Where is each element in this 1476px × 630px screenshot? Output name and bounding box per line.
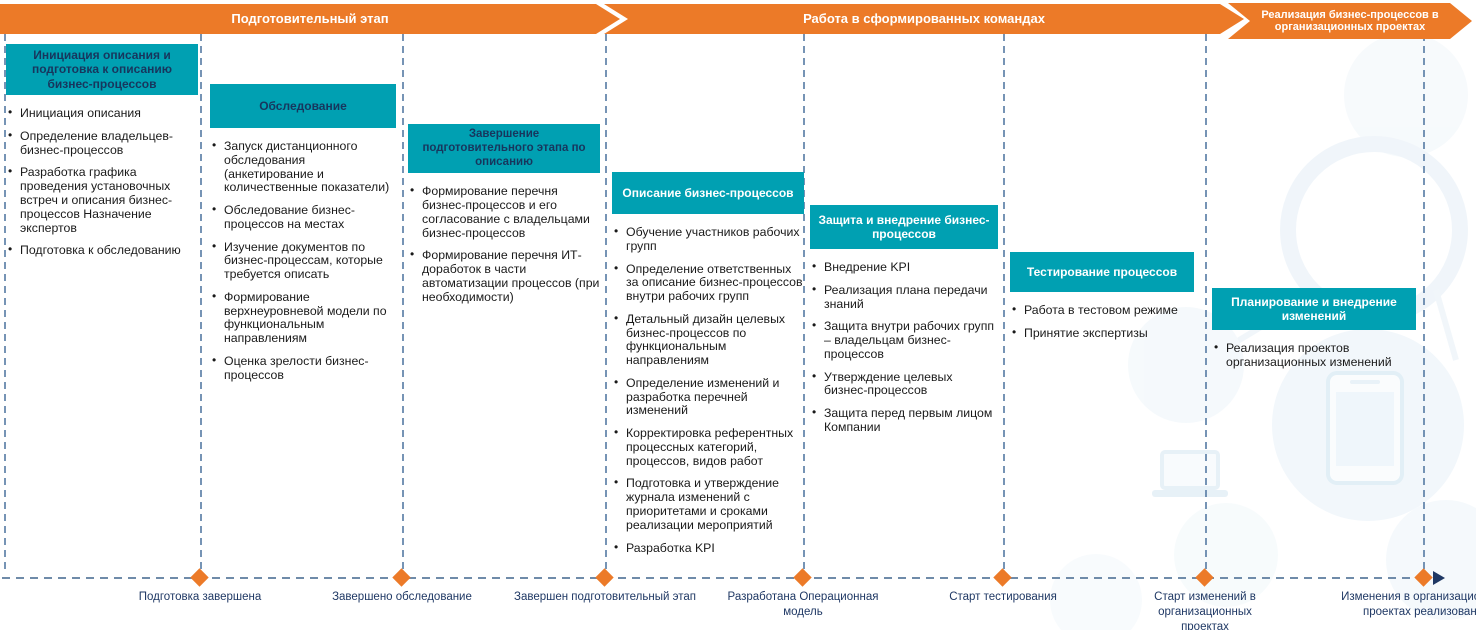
column-change-planning: Планирование и внедрение изменений Реали… [1212, 288, 1416, 379]
column-header: Инициация описания и подготовка к описан… [6, 44, 198, 96]
bullet-list: Формирование перечня бизнес-процессов и … [408, 184, 600, 304]
bullet-item: Корректировка референтных процессных кат… [614, 426, 804, 468]
bullet-item: Обследование бизнес-процессов на местах [212, 203, 396, 232]
column-header: Планирование и внедрение изменений [1212, 288, 1416, 330]
milestone-label: Завершен подготовительный этап [514, 591, 696, 603]
milestone-label: Завершено обследование [332, 591, 472, 603]
column-prep-completion: Завершение подготовительного этапа по оп… [408, 124, 600, 314]
bullet-item: Формирование верхнеуровневой модели по ф… [212, 290, 396, 346]
column-separator [605, 34, 607, 574]
phase-banner-preparatory: Подготовительный этап [0, 4, 620, 34]
timeline-dashed-line [2, 577, 1426, 579]
bullet-item: Разработка KPI [614, 541, 804, 556]
bullet-item: Принятие экспертизы [1012, 326, 1194, 341]
bullet-item: Разработка графика проведения установочн… [8, 165, 198, 235]
bullet-item: Реализация проектов организационных изме… [1214, 341, 1416, 370]
bullet-item: Инициация описания [8, 106, 198, 121]
column-testing: Тестирование процессов Работа в тестовом… [1010, 252, 1194, 350]
column-header: Обследование [210, 84, 396, 128]
milestone-diamond-icon [993, 568, 1012, 587]
phase-banner-label: Подготовительный этап [231, 10, 389, 26]
milestone-diamond-icon [1414, 568, 1433, 587]
bullet-item: Формирование перечня бизнес-процессов и … [410, 184, 600, 240]
laptop-icon [1152, 450, 1228, 497]
column-separator [200, 34, 202, 574]
bullet-list: Внедрение KPI Реализация плана передачи з… [810, 260, 998, 435]
column-separator [1003, 34, 1005, 574]
phone-icon [1326, 371, 1404, 485]
milestone-label: Старт тестирования [949, 591, 1057, 603]
column-separator [1205, 34, 1207, 574]
bullet-item: Внедрение KPI [812, 260, 998, 275]
milestone-label: Старт изменений в организационных проект… [1154, 591, 1256, 630]
bullet-item: Реализация плана передачи знаний [812, 283, 998, 312]
bullet-list: Работа в тестовом режимеПринятие эксперт… [1010, 303, 1194, 341]
column-initiation: Инициация описания и подготовка к описан… [6, 44, 198, 267]
milestone-label: Разработана Операционная модель [727, 591, 879, 618]
timeline-arrow-icon [1433, 571, 1445, 585]
milestone-diamond-icon [190, 568, 209, 587]
milestone-label: Подготовка завершена [138, 591, 262, 603]
bullet-list: Запуск дистанционного обследования (анке… [210, 139, 396, 383]
milestone-label: Изменения в организационных проектах реа… [1341, 591, 1476, 618]
phase-banner-label: Реализация бизнес-процессов в организаци… [1261, 8, 1439, 33]
phase-banner-implementation: Реализация бизнес-процессов в организаци… [1228, 3, 1472, 39]
milestone-diamond-icon [1195, 568, 1214, 587]
column-process-description: Описание бизнес-процессов Обучение участ… [612, 172, 804, 564]
phase-banner-team-work: Работа в сформированных командах [604, 4, 1244, 34]
column-header: Тестирование процессов [1010, 252, 1194, 292]
bullet-list: Реализация проектов организационных изме… [1212, 341, 1416, 370]
bullet-item: Утверждение целевых бизнес-процессов [812, 370, 998, 399]
bullet-item: Защита внутри рабочих групп – владельцам… [812, 319, 998, 361]
bullet-item: Оценка зрелости бизнес-процессов [212, 354, 396, 383]
column-separator [4, 34, 6, 574]
column-separator [803, 34, 805, 574]
column-header: Описание бизнес-процессов [612, 172, 804, 214]
milestone-diamond-icon [392, 568, 411, 587]
column-separator [1423, 34, 1425, 574]
bullet-item: Работа в тестовом режиме [1012, 303, 1194, 318]
column-header: Защита и внедрение бизнес-процессов [810, 205, 998, 249]
bullet-item: Запуск дистанционного обследования (анке… [212, 139, 396, 195]
column-separator [402, 34, 404, 574]
bullet-item: Детальный дизайн целевых бизнес-процессо… [614, 312, 804, 368]
bullet-item: Подготовка и утверждение журнала изменен… [614, 476, 804, 532]
milestone-diamond-icon [793, 568, 812, 587]
bullet-item: Определение ответственных за описание би… [614, 262, 804, 304]
column-defense-implementation: Защита и внедрение бизнес-процессов Внед… [810, 205, 998, 444]
bullet-item: Подготовка к обследованию [8, 243, 198, 258]
bullet-item: Изучение документов по бизнес-процессам,… [212, 240, 396, 282]
bullet-item: Обучение участников рабочих групп [614, 225, 804, 254]
bullet-list: Обучение участников рабочих группОпредел… [612, 225, 804, 556]
bullet-item: Определение владельцев-бизнес-процессов [8, 129, 198, 158]
bullet-item: Защита перед первым лицом Компании [812, 406, 998, 435]
column-survey: Обследование Запуск дистанционного обсле… [210, 84, 396, 391]
phase-banner-label: Работа в сформированных командах [803, 10, 1045, 26]
column-header: Завершение подготовительного этапа по оп… [408, 124, 600, 174]
milestone-diamond-icon [595, 568, 614, 587]
bullet-item: Определение изменений и разработка переч… [614, 376, 804, 418]
bullet-item: Формирование перечня ИТ-доработок в част… [410, 248, 600, 304]
bullet-list: Инициация описанияОпределение владельцев… [6, 106, 198, 258]
